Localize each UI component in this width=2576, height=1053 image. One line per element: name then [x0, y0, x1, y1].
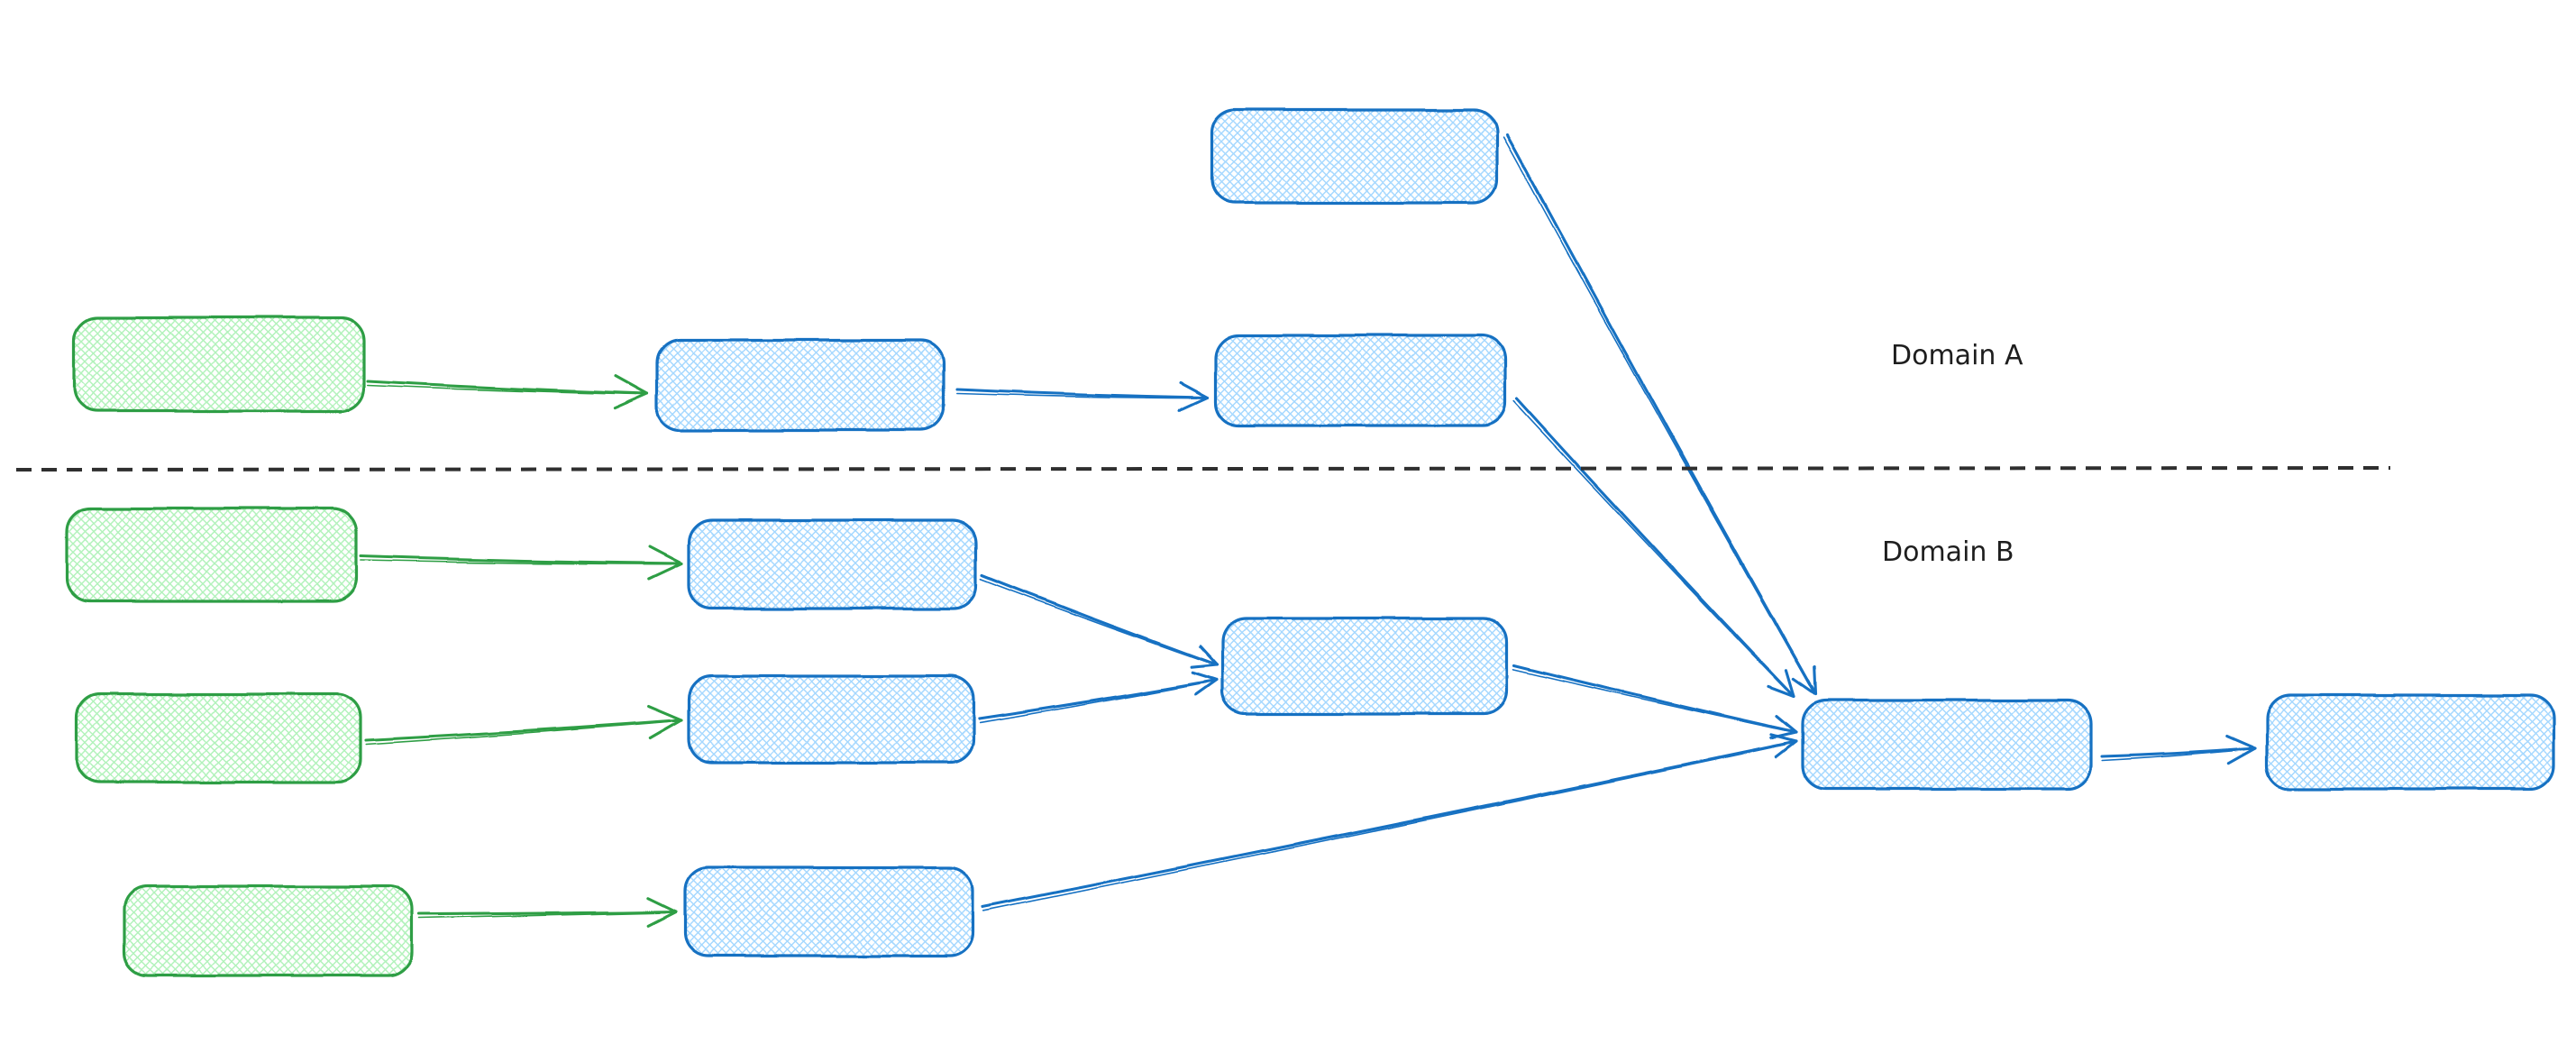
green-source-b1[interactable] — [65, 507, 358, 603]
domain-divider-dashed-line[interactable] — [15, 466, 2391, 472]
blue-b1[interactable] — [687, 518, 978, 610]
blue-b2[interactable] — [687, 674, 975, 765]
blue-a1[interactable] — [655, 338, 945, 432]
green-source-b2[interactable] — [75, 692, 362, 784]
edge-green-b1-to-b1[interactable] — [359, 545, 683, 581]
blue-a2[interactable] — [1214, 334, 1507, 427]
edge-green-b2-to-b2[interactable] — [364, 704, 683, 746]
blue-b-mid[interactable] — [1220, 617, 1509, 716]
blue-merge[interactable] — [1801, 699, 2093, 791]
domain-b-label[interactable]: Domain B — [1882, 536, 2014, 568]
blue-top[interactable] — [1210, 108, 1499, 205]
edge-b2-to-mid[interactable] — [977, 671, 1219, 724]
edge-a2-to-merge[interactable] — [1512, 397, 1795, 698]
edge-green-b3-to-b3[interactable] — [417, 896, 678, 927]
edge-b3-to-merge[interactable] — [981, 733, 1798, 912]
edge-mid-to-merge[interactable] — [1512, 664, 1798, 739]
edge-merge-to-final[interactable] — [2100, 734, 2257, 765]
green-source-a[interactable] — [72, 316, 366, 413]
blue-b3[interactable] — [683, 865, 974, 957]
edge-a1-to-a2[interactable] — [955, 381, 1210, 412]
edge-top-to-merge[interactable] — [1503, 133, 1817, 696]
edge-b1-to-mid[interactable] — [980, 573, 1219, 669]
blue-final[interactable] — [2265, 693, 2555, 791]
domain-a-label[interactable]: Domain A — [1891, 340, 2023, 371]
green-source-b3[interactable] — [123, 884, 414, 977]
edge-green-a-to-a1[interactable] — [366, 375, 649, 410]
